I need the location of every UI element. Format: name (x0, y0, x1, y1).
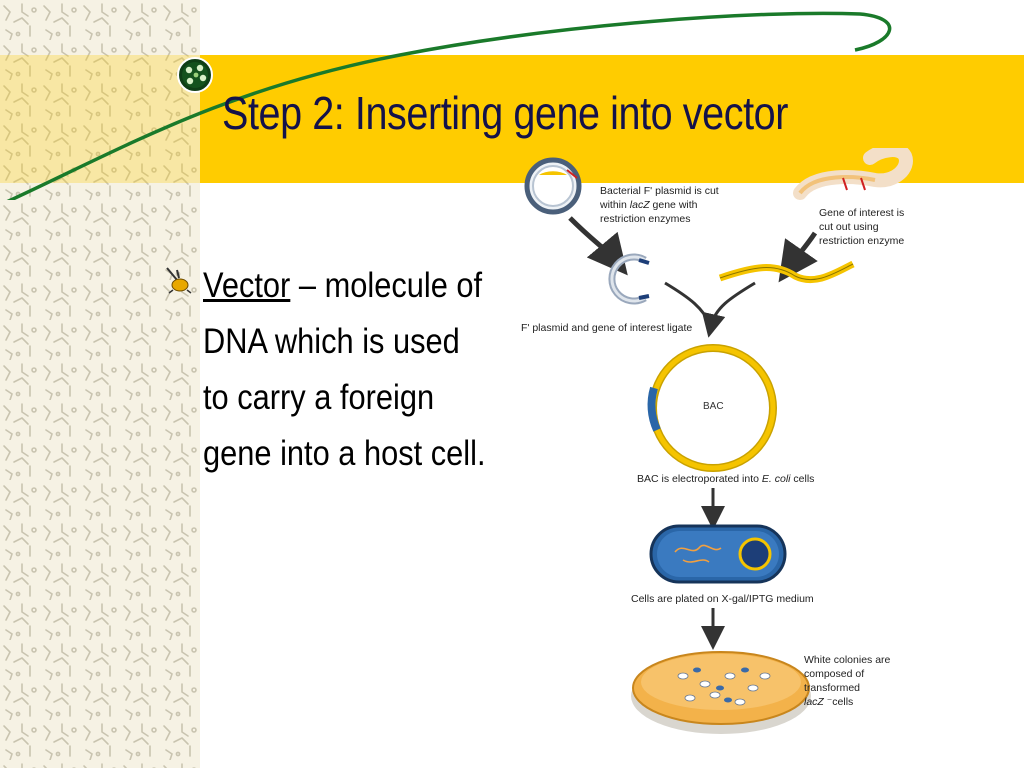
bullet-text: Vector – molecule of DNA which is used t… (203, 258, 493, 482)
petri-dish-icon (631, 651, 811, 734)
ecoli-cell-icon (649, 524, 787, 584)
chromosome-icon (793, 143, 913, 200)
swoosh-decoration (6, 11, 892, 200)
label-colonies: White colonies are composed of transform… (804, 654, 891, 708)
vector-definition: – molecule of DNA which is used to carry… (203, 266, 486, 473)
bac-cloning-diagram: Bacterial F' plasmid is cut within lacZ … (515, 143, 1015, 748)
molecule-node-icon (177, 57, 213, 93)
label-electroporated: BAC is electroporated into E. coli cells (637, 473, 815, 485)
bug-bullet-icon (166, 267, 192, 294)
plasmid-icon (524, 157, 582, 215)
title-band (200, 55, 1024, 183)
label-plated: Cells are plated on X-gal/IPTG medium (631, 593, 814, 605)
bac-plasmid-icon (647, 344, 777, 472)
label-ligate: F' plasmid and gene of interest ligate (521, 322, 693, 334)
cut-plasmid-icon (608, 253, 650, 305)
vector-term: Vector (203, 266, 291, 305)
label-gene-cut: Gene of interest is cut out using restri… (819, 207, 905, 247)
slide-title: Step 2: Inserting gene into vector (222, 87, 788, 139)
diagram-graphics (524, 143, 913, 734)
label-plasmid-cut: Bacterial F' plasmid is cut within lacZ … (600, 185, 719, 225)
label-bac: BAC (703, 401, 724, 412)
